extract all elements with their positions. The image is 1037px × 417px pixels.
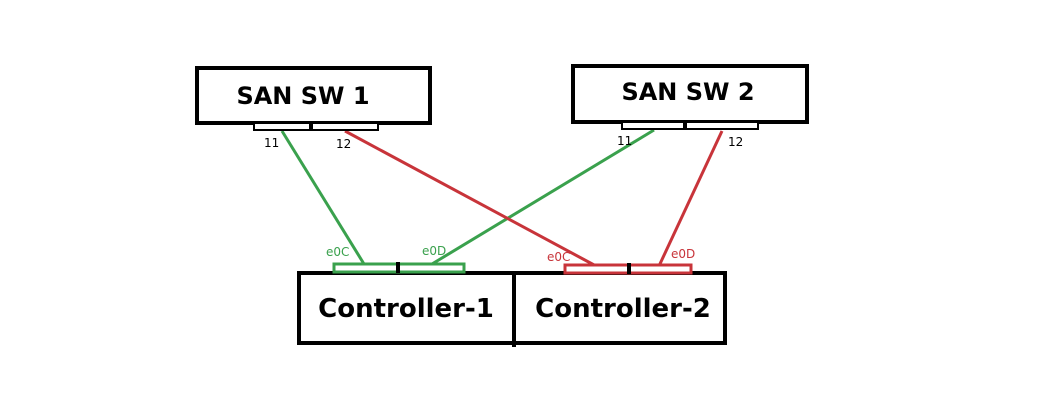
cable-sw2-12-to-ctrl2-e0d — [657, 130, 724, 267]
controller-1: Controller-1 e0C e0D — [318, 244, 494, 324]
port-12-label: 12 — [728, 135, 743, 149]
controller-2: Controller-2 e0C e0D — [535, 247, 711, 324]
switch-label: SAN SW 2 — [621, 78, 754, 106]
port-11-label: 11 — [617, 134, 632, 148]
port-e0c-label: e0C — [326, 245, 349, 259]
port-11-label: 11 — [264, 136, 279, 150]
port-12-label: 12 — [336, 137, 351, 151]
switch-box — [195, 66, 432, 125]
cable-sw1-11-to-ctrl1-e0c — [280, 130, 366, 265]
san-switch-2: SAN SW 2 11 12 — [571, 64, 809, 149]
controller-label: Controller-1 — [318, 294, 494, 324]
port-e0c-label: e0C — [547, 250, 570, 264]
cable-sw2-11-to-ctrl1-e0d — [431, 128, 655, 266]
cable-sw1-12-to-ctrl2-e0c — [344, 129, 597, 268]
controller-chassis: Controller-1 e0C e0D Controller-2 e0C e0… — [297, 244, 727, 347]
controller-label: Controller-2 — [535, 294, 711, 324]
port-e0d-label: e0D — [422, 244, 446, 258]
port-e0d-label: e0D — [671, 247, 695, 261]
switch-label: SAN SW 1 — [236, 82, 369, 110]
switch-port-block — [253, 122, 379, 131]
san-switch-1: SAN SW 1 11 12 — [195, 66, 432, 151]
cables — [280, 128, 724, 268]
switch-port-block — [621, 121, 759, 130]
